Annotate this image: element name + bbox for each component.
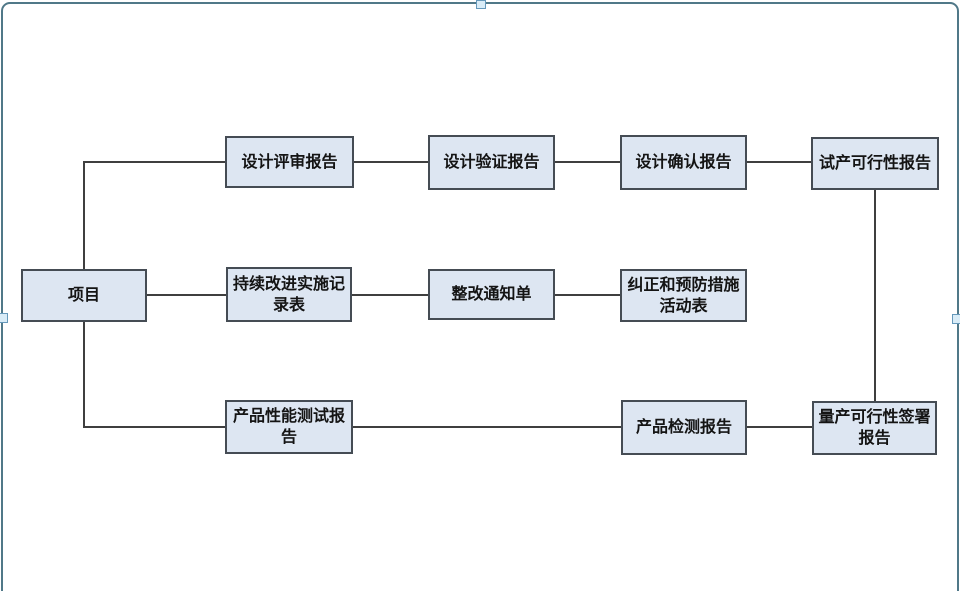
- connector-line-4: [747, 161, 811, 163]
- connector-line-7: [555, 294, 620, 296]
- connector-line-8: [83, 322, 85, 428]
- connector-line-2: [354, 161, 428, 163]
- node-pilot-feasibility-report[interactable]: 试产可行性报告: [811, 137, 939, 190]
- connector-line-12: [874, 190, 876, 402]
- node-product-performance-test-report[interactable]: 产品性能测试报 告: [225, 400, 353, 454]
- left-middle-resize-handle[interactable]: [0, 313, 8, 323]
- connector-line-3: [555, 161, 620, 163]
- node-corrective-preventive-actions[interactable]: 纠正和预防措施 活动表: [620, 269, 747, 322]
- node-design-confirmation-report[interactable]: 设计确认报告: [620, 135, 747, 190]
- node-rectification-notice[interactable]: 整改通知单: [428, 269, 555, 320]
- connector-line-10: [353, 426, 621, 428]
- node-continuous-improvement-record[interactable]: 持续改进实施记 录表: [226, 267, 352, 322]
- node-product-inspection-report[interactable]: 产品检测报告: [621, 400, 747, 455]
- connector-line-1: [83, 161, 85, 270]
- node-design-verification-report[interactable]: 设计验证报告: [428, 135, 555, 190]
- node-mass-production-signoff-report[interactable]: 量产可行性签署 报告: [812, 401, 937, 455]
- node-project[interactable]: 项目: [21, 269, 147, 322]
- top-center-resize-handle[interactable]: [476, 0, 486, 9]
- connector-line-11: [747, 426, 812, 428]
- node-design-review-report[interactable]: 设计评审报告: [225, 136, 354, 188]
- connector-line-6: [352, 294, 428, 296]
- right-middle-resize-handle[interactable]: [952, 314, 960, 324]
- connector-line-0: [84, 161, 225, 163]
- connector-line-9: [83, 426, 225, 428]
- connector-line-5: [147, 294, 226, 296]
